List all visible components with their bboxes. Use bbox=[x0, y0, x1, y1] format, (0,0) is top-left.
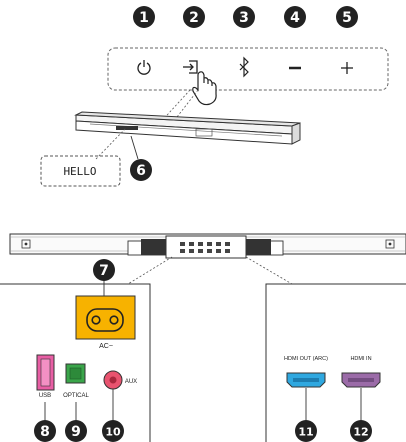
callout-10: 10 bbox=[102, 389, 124, 442]
display-zoom-line bbox=[95, 127, 127, 160]
callout-6: 6 bbox=[130, 159, 152, 181]
soundbar-front-view bbox=[74, 111, 301, 145]
callout-1: 1 bbox=[133, 6, 155, 28]
optical-port[interactable] bbox=[65, 363, 86, 384]
hdmi-in-label: HDMI IN bbox=[350, 356, 371, 362]
svg-text:11: 11 bbox=[298, 426, 313, 439]
plus-icon[interactable] bbox=[341, 62, 353, 74]
callout-3: 3 bbox=[233, 6, 255, 28]
display-text: HELLO bbox=[63, 165, 96, 178]
svg-text:9: 9 bbox=[71, 424, 81, 440]
callout-4: 4 bbox=[284, 6, 306, 28]
svg-text:5: 5 bbox=[342, 10, 352, 26]
svg-text:1: 1 bbox=[139, 10, 149, 26]
zoom-lines-rear bbox=[127, 256, 293, 285]
svg-text:4: 4 bbox=[290, 10, 300, 26]
svg-text:7: 7 bbox=[99, 263, 109, 279]
bluetooth-icon[interactable] bbox=[239, 56, 249, 78]
control-panel bbox=[107, 47, 389, 91]
callout-9: 9 bbox=[65, 402, 87, 442]
svg-text:6: 6 bbox=[136, 163, 146, 179]
optical-label: OPTICAL bbox=[63, 393, 89, 399]
svg-text:10: 10 bbox=[105, 426, 121, 439]
callout-6-leader bbox=[130, 135, 139, 160]
power-socket[interactable] bbox=[75, 295, 136, 340]
callout-8: 8 bbox=[34, 402, 56, 442]
usb-port[interactable] bbox=[36, 354, 55, 391]
hdmi-out-label: HDMI OUT (ARC) bbox=[284, 356, 328, 362]
right-connector-panel bbox=[265, 283, 406, 442]
power-socket-label: AC~ bbox=[99, 343, 113, 350]
usb-label: USB bbox=[39, 393, 51, 399]
callout-11: 11 bbox=[295, 388, 317, 442]
pointing-hand-icon bbox=[192, 71, 217, 106]
svg-text:3: 3 bbox=[239, 10, 249, 26]
callout-5: 5 bbox=[336, 6, 358, 28]
svg-text:12: 12 bbox=[353, 426, 368, 439]
callout-12: 12 bbox=[350, 388, 372, 442]
aux-jack[interactable] bbox=[103, 370, 123, 390]
svg-text:2: 2 bbox=[189, 10, 199, 26]
source-input-icon[interactable] bbox=[183, 60, 198, 74]
soundbar-rear-view bbox=[9, 233, 406, 259]
hdmi-in-port[interactable] bbox=[341, 372, 381, 388]
aux-label: AUX bbox=[125, 379, 137, 385]
hdmi-out-port[interactable] bbox=[286, 372, 326, 388]
front-display-window bbox=[116, 126, 138, 130]
svg-text:8: 8 bbox=[40, 424, 50, 440]
display-zoom-box bbox=[40, 155, 121, 187]
power-icon[interactable] bbox=[137, 60, 151, 75]
callout-2: 2 bbox=[183, 6, 205, 28]
callout-7: 7 bbox=[93, 259, 115, 296]
left-connector-panel bbox=[0, 283, 151, 442]
